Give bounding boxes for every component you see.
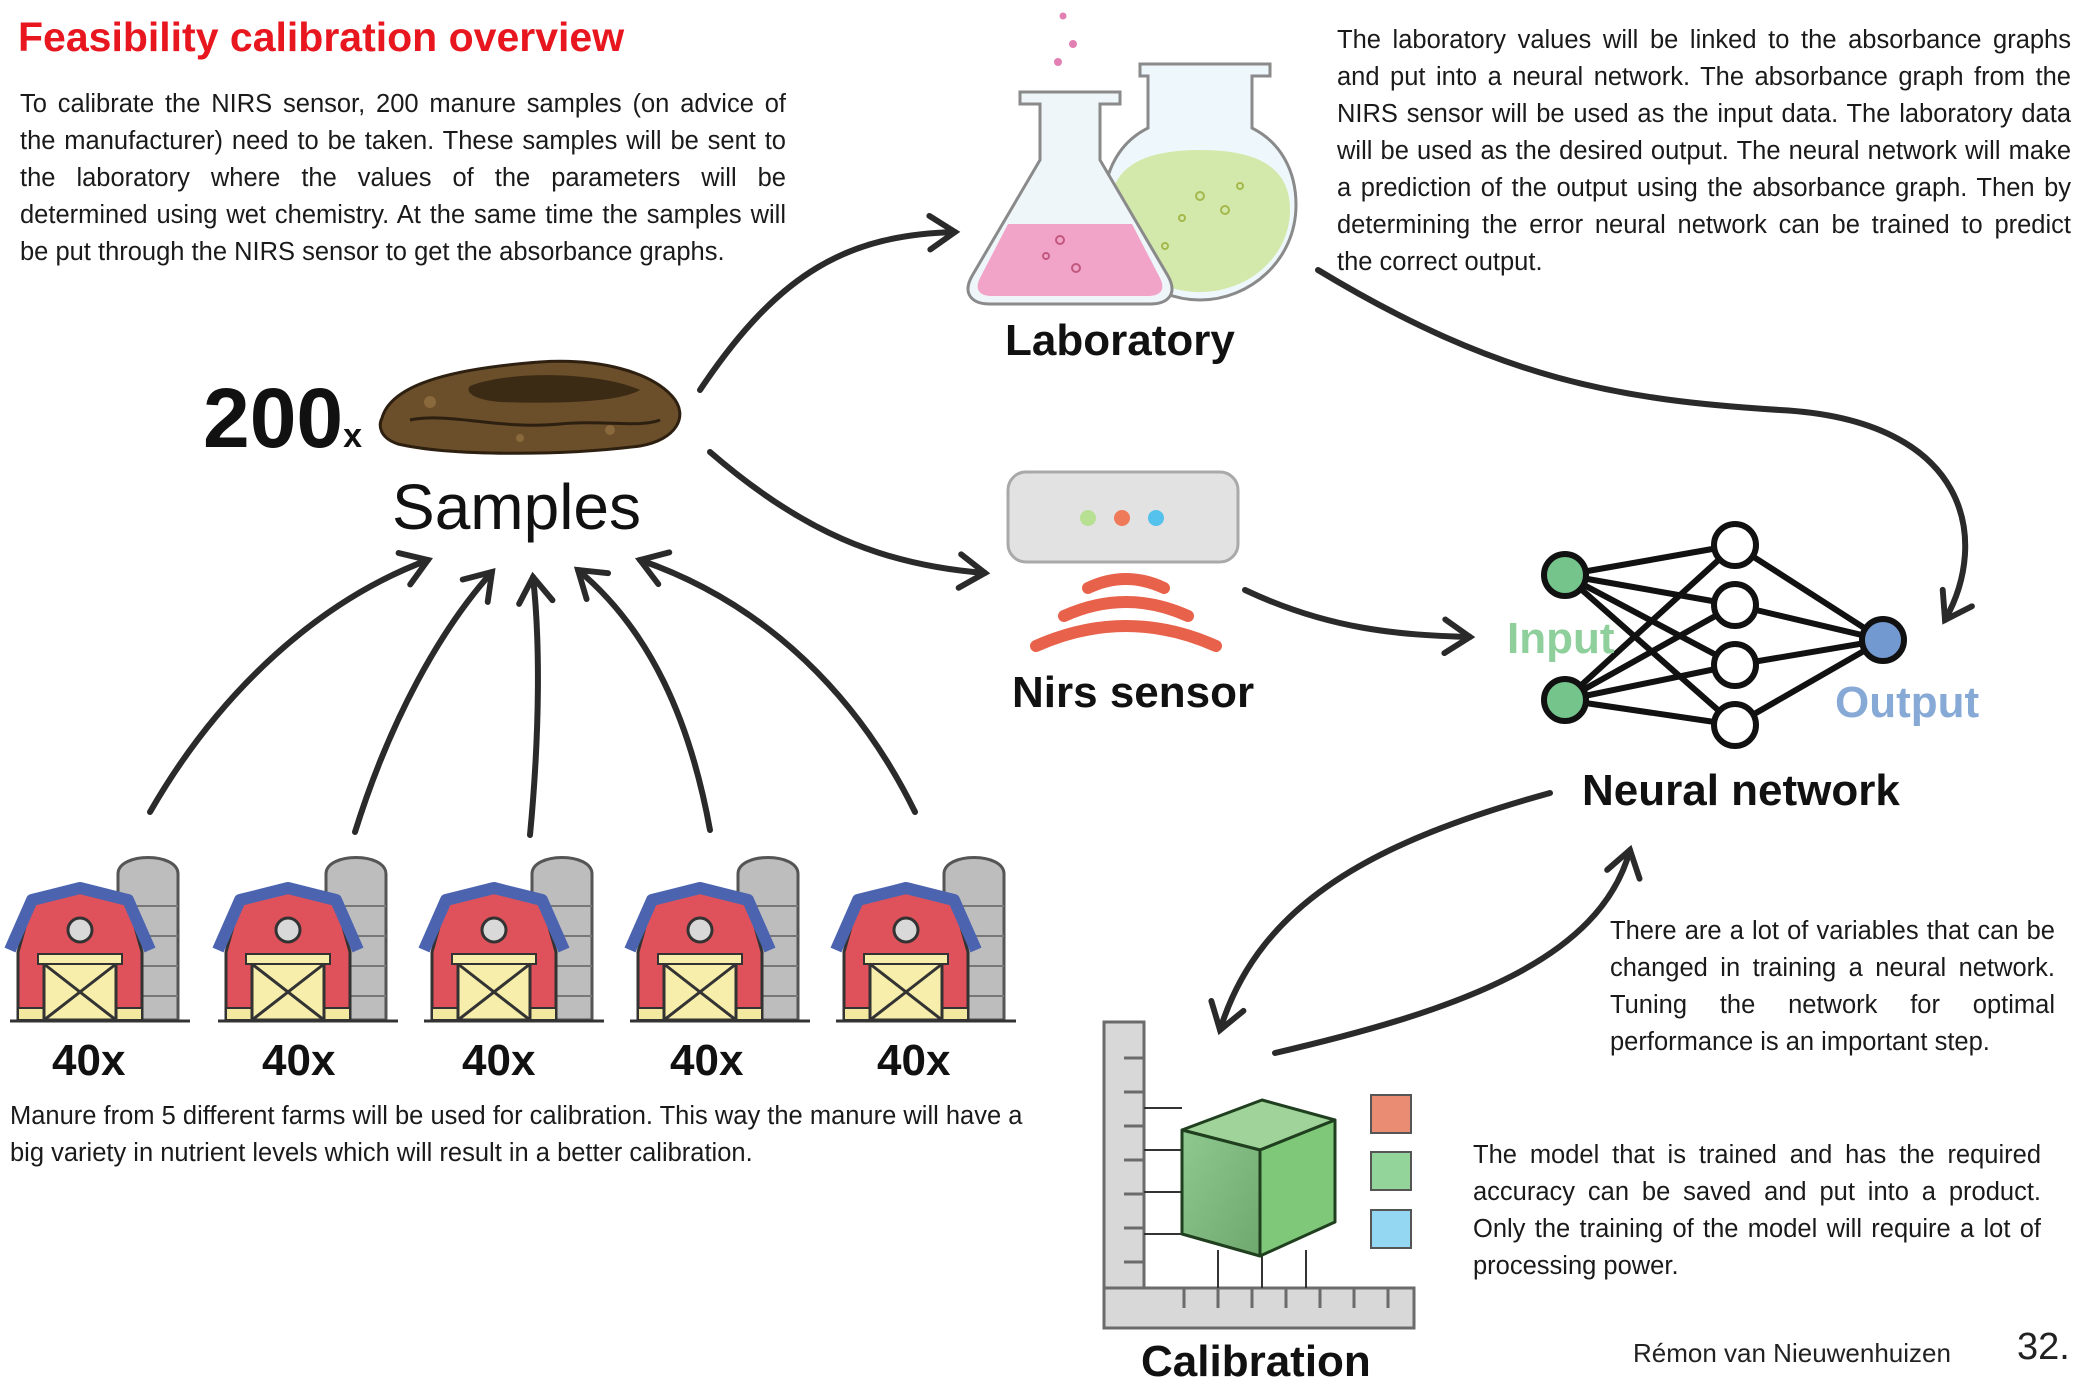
farm-3-count: 40x [462, 1036, 536, 1085]
farm-5-count: 40x [877, 1036, 951, 1085]
farm-3-barn-icon [418, 856, 604, 1023]
sample-count: 200x [203, 370, 362, 467]
arrow-laboratory-to-output [1315, 267, 1975, 625]
legend-swatch-blue [1370, 1209, 1412, 1249]
hidden-node [1711, 641, 1759, 689]
legend-swatch-green [1370, 1151, 1412, 1191]
laboratory-flasks-icon [966, 12, 1298, 306]
page-number: 32. [2017, 1326, 2070, 1368]
product-description: The model that is trained and has the re… [1473, 1141, 2041, 1280]
arrow-network-to-calibration [1208, 790, 1553, 1036]
farm-1-count: 40x [52, 1036, 126, 1085]
farms-description: Manure from 5 different farms will be us… [10, 1102, 1023, 1167]
arrow-calibration-to-network [1272, 844, 1643, 1056]
samples-label: Samples [392, 471, 641, 543]
input-node [1541, 676, 1589, 724]
cube-icon [1180, 1098, 1337, 1258]
farm-4-count: 40x [670, 1036, 744, 1085]
hidden-node [1711, 581, 1759, 629]
sampling-description: To calibrate the NIRS sensor, 200 manure… [20, 90, 786, 266]
legend-swatch-red [1370, 1094, 1412, 1134]
neural-network-description: The laboratory values will be linked to … [1337, 26, 2071, 276]
author-name: Rémon van Nieuwenhuizen [1633, 1338, 1951, 1368]
arrow-farm3-to-samples [516, 571, 556, 838]
hidden-node [1711, 701, 1759, 749]
barn-icon [830, 882, 982, 1022]
laboratory-label: Laboratory [1005, 316, 1235, 365]
arrow-farm5-to-samples [634, 549, 918, 815]
farm-2-count: 40x [262, 1036, 336, 1085]
manure-pile-icon [378, 359, 682, 455]
farm-2-barn-icon [212, 856, 398, 1023]
output-label: Output [1835, 678, 1980, 727]
sample-count-number: 200 [203, 371, 344, 465]
page-title: Feasibility calibration overview [18, 14, 625, 60]
arrow-farm4-to-samples [573, 566, 713, 833]
nirs-sensor-label: Nirs sensor [1012, 668, 1255, 717]
hidden-node [1711, 521, 1759, 569]
neural-network-label: Neural network [1582, 766, 1900, 815]
arrow-samples-to-nirs [707, 449, 991, 591]
farm-4-barn-icon [624, 856, 810, 1023]
farms-row [4, 856, 1016, 1023]
barn-icon [4, 882, 156, 1022]
output-node [1859, 616, 1907, 664]
calibration-label: Calibration [1141, 1337, 1371, 1386]
calibration-chart-icon [1102, 1020, 1416, 1330]
barn-icon [418, 882, 570, 1022]
flow-arrows [147, 212, 1975, 1056]
tuning-description: There are a lot of variables that can be… [1610, 917, 2055, 1056]
nirs-sensor-icon [1006, 470, 1240, 652]
barn-icon [624, 882, 776, 1022]
sensor-waves-icon [1030, 573, 1222, 652]
arrow-samples-to-laboratory [697, 212, 961, 393]
neural-network-icon [1541, 521, 1907, 749]
arrow-farm1-to-samples [147, 550, 433, 815]
arrow-nirs-to-network [1242, 587, 1476, 657]
sample-count-suffix: x [343, 417, 363, 455]
farm-5-barn-icon [830, 856, 1016, 1023]
barn-icon [212, 882, 364, 1022]
farm-1-barn-icon [4, 856, 190, 1023]
input-label: Input [1507, 614, 1615, 663]
input-node [1541, 551, 1589, 599]
arrow-farm2-to-samples [352, 568, 496, 835]
